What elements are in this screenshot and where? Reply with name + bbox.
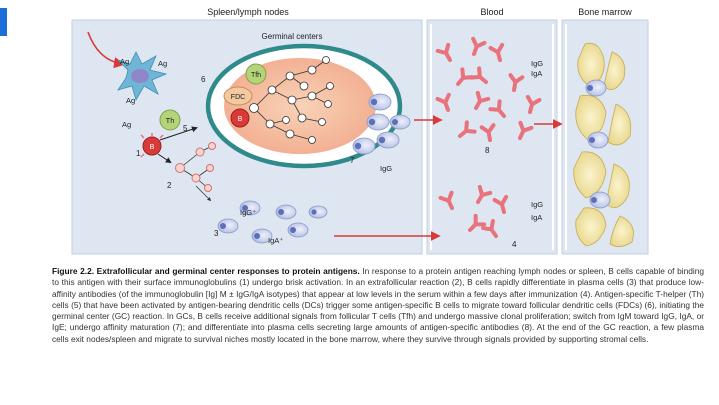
long-lived-plasma-cells bbox=[352, 93, 411, 155]
arrow-to-extrafollicular bbox=[157, 153, 172, 164]
germinal-centers-title: Germinal centers bbox=[262, 32, 323, 41]
dendritic-cell bbox=[117, 51, 168, 102]
figure-caption: Figure 2.2. Extrafollicular and germinal… bbox=[52, 266, 704, 345]
arrow-to-gc bbox=[159, 126, 198, 141]
b-cell-label: B bbox=[150, 144, 155, 151]
bone-marrow-plasma-cells bbox=[585, 79, 611, 209]
step-5-number: 5 bbox=[183, 124, 188, 133]
step-6-number: 6 bbox=[201, 75, 206, 84]
extrafollicular-proliferation bbox=[175, 142, 216, 192]
gc-igg-label: IgG bbox=[380, 164, 392, 173]
b-cell-activated: B bbox=[140, 133, 164, 158]
step-8-number: 8 bbox=[485, 146, 490, 155]
step-7-number: 7 bbox=[350, 156, 355, 165]
ag-label-1: Ag bbox=[120, 57, 129, 66]
germinal-center: Tfh FDC B bbox=[205, 43, 403, 169]
iggplus-label: IgG⁺ bbox=[240, 208, 256, 217]
fdc-label: FDC bbox=[231, 94, 245, 101]
caption-body: In response to a protein antigen reachin… bbox=[52, 266, 705, 344]
caption-title: Figure 2.2. Extrafollicular and germinal… bbox=[52, 266, 360, 276]
igaplus-label: IgA⁺ bbox=[268, 236, 283, 245]
bone-marrow-title: Bone marrow bbox=[578, 7, 632, 17]
antigen-entry-arrow bbox=[87, 31, 126, 69]
ag-label-2: Ag bbox=[158, 59, 167, 68]
page-accent-bar bbox=[0, 8, 7, 36]
step-1-number: 1 bbox=[136, 149, 141, 158]
blood-title: Blood bbox=[480, 7, 503, 17]
immune-response-diagram: Spleen/lymph nodes Blood Bone marrow Ag … bbox=[71, 7, 649, 255]
step-2-number: 2 bbox=[167, 181, 172, 190]
gc-b-cell-label: B bbox=[238, 116, 243, 123]
th-cell: Th bbox=[159, 109, 181, 131]
short-lived-plasma-cells bbox=[217, 200, 328, 244]
step-3-number: 3 bbox=[214, 229, 219, 238]
ag-label-3: Ag bbox=[126, 96, 135, 105]
blood-iga-label-high: IgA bbox=[531, 69, 542, 78]
blood-iga-label-low: IgA bbox=[531, 213, 542, 222]
step-4-number: 4 bbox=[512, 240, 517, 249]
blood-igg-label-high: IgG bbox=[531, 59, 543, 68]
spleen-lymph-title: Spleen/lymph nodes bbox=[207, 7, 289, 17]
th-cell-label: Th bbox=[166, 116, 175, 125]
blood-igg-label-low: IgG bbox=[531, 200, 543, 209]
bone-marrow-cells bbox=[573, 42, 634, 247]
tfh-label: Tfh bbox=[251, 72, 261, 79]
arrow-to-plasma bbox=[195, 185, 212, 202]
ag-label-4: Ag bbox=[122, 120, 131, 129]
